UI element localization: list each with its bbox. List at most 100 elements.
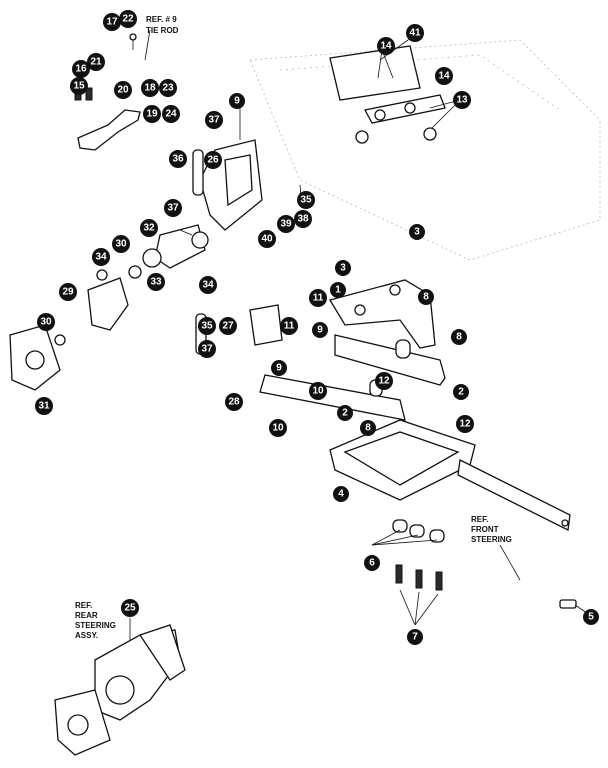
callout-circle — [364, 555, 380, 571]
callout-c19: 19 — [143, 105, 161, 123]
callout-circle — [360, 420, 376, 436]
callout-circle — [162, 105, 180, 123]
callout-circle — [335, 260, 351, 276]
callout-circle — [140, 219, 158, 237]
callout-number: 12 — [459, 419, 471, 430]
callout-number: 14 — [380, 41, 392, 52]
callout-c40: 40 — [258, 230, 276, 248]
callout-number: 20 — [117, 85, 129, 96]
callout-c16: 16 — [72, 60, 90, 78]
callout-circle — [219, 317, 237, 335]
callout-number: 10 — [312, 386, 324, 397]
callout-number: 28 — [228, 397, 240, 408]
callout-circle — [453, 384, 469, 400]
callout-c39: 39 — [277, 215, 295, 233]
callout-c15: 15 — [70, 77, 88, 95]
callout-number: 39 — [280, 219, 292, 230]
callout-c8b: 8 — [360, 420, 376, 436]
callout-number: 31 — [38, 401, 50, 412]
callout-circle — [204, 151, 222, 169]
callout-c27: 27 — [219, 317, 237, 335]
callout-circle — [37, 313, 55, 331]
callout-number: 1 — [335, 285, 341, 296]
callout-number: 40 — [261, 234, 273, 245]
callout-circle — [337, 405, 353, 421]
callout-c30a: 30 — [112, 235, 130, 253]
callout-number: 11 — [284, 321, 295, 332]
callout-circle — [141, 79, 159, 97]
callout-c11b: 11 — [280, 317, 298, 335]
callout-c7: 7 — [407, 629, 423, 645]
callout-c28: 28 — [225, 393, 243, 411]
callout-c37c: 37 — [198, 340, 216, 358]
callout-circle — [198, 340, 216, 358]
callout-circle — [451, 329, 467, 345]
callout-circle — [312, 322, 328, 338]
callout-number: 29 — [62, 287, 74, 298]
callout-c9b: 9 — [312, 322, 328, 338]
callout-circle — [119, 10, 137, 28]
callout-number: 2 — [342, 408, 348, 419]
callout-circle — [164, 199, 182, 217]
callout-c31: 31 — [35, 397, 53, 415]
callout-number: 30 — [115, 239, 127, 250]
callout-circle — [114, 81, 132, 99]
callout-number: 37 — [201, 344, 213, 355]
ref-rear-line-3: STEERING — [75, 621, 116, 630]
callout-circle — [229, 93, 245, 109]
ref-tie-rod-line-1: REF. # 9 — [146, 15, 177, 24]
callout-circle — [377, 37, 395, 55]
callout-c41: 41 — [406, 24, 424, 42]
callout-c14a: 14 — [377, 37, 395, 55]
callout-number: 3 — [414, 227, 420, 238]
callout-number: 15 — [73, 81, 85, 92]
ref-rear-line-4: ASSY. — [75, 631, 98, 640]
callout-circle — [70, 77, 88, 95]
callout-c14b: 14 — [435, 67, 453, 85]
callout-c34b: 34 — [199, 276, 217, 294]
callout-circle — [406, 24, 424, 42]
callout-number: 38 — [297, 214, 309, 225]
callout-c35a: 35 — [297, 191, 315, 209]
callout-number: 9 — [234, 96, 240, 107]
callout-c10b: 10 — [269, 419, 287, 437]
callout-circle — [112, 235, 130, 253]
callout-circle — [198, 317, 216, 335]
callout-circle — [87, 53, 105, 71]
callout-number: 9 — [276, 363, 282, 374]
callout-circle — [407, 629, 423, 645]
callout-number: 9 — [317, 325, 323, 336]
callout-circle — [294, 210, 312, 228]
callout-circle — [269, 419, 287, 437]
reference-rear-steering: REF. REAR STEERING ASSY. — [75, 601, 116, 640]
steering-frame — [329, 419, 571, 531]
callout-c30b: 30 — [37, 313, 55, 331]
callout-number: 8 — [456, 332, 462, 343]
callout-number: 12 — [378, 376, 390, 387]
callout-number: 33 — [150, 277, 162, 288]
callout-c8c: 8 — [451, 329, 467, 345]
callout-number: 37 — [167, 203, 179, 214]
callout-number: 3 — [340, 263, 346, 274]
callout-number: 21 — [90, 57, 102, 68]
bushings-and-bolts — [392, 519, 577, 609]
ref-rear-line-1: REF. — [75, 601, 92, 610]
callout-circle — [409, 224, 425, 240]
callout-circle — [333, 486, 349, 502]
callout-number: 24 — [165, 109, 177, 120]
callout-number: 18 — [144, 83, 156, 94]
callout-number: 7 — [412, 632, 418, 643]
callout-number: 14 — [438, 71, 450, 82]
callout-number: 35 — [300, 195, 312, 206]
callout-circle — [169, 150, 187, 168]
callout-circle — [199, 276, 217, 294]
callout-c12a: 12 — [375, 372, 393, 390]
callout-circle — [225, 393, 243, 411]
callout-c9a: 9 — [229, 93, 245, 109]
callout-c35b: 35 — [198, 317, 216, 335]
callout-number: 23 — [162, 83, 174, 94]
callout-number: 16 — [75, 64, 87, 75]
reference-tie-rod: REF. # 9 TIE ROD — [146, 15, 179, 35]
callout-c22: 22 — [119, 10, 137, 28]
